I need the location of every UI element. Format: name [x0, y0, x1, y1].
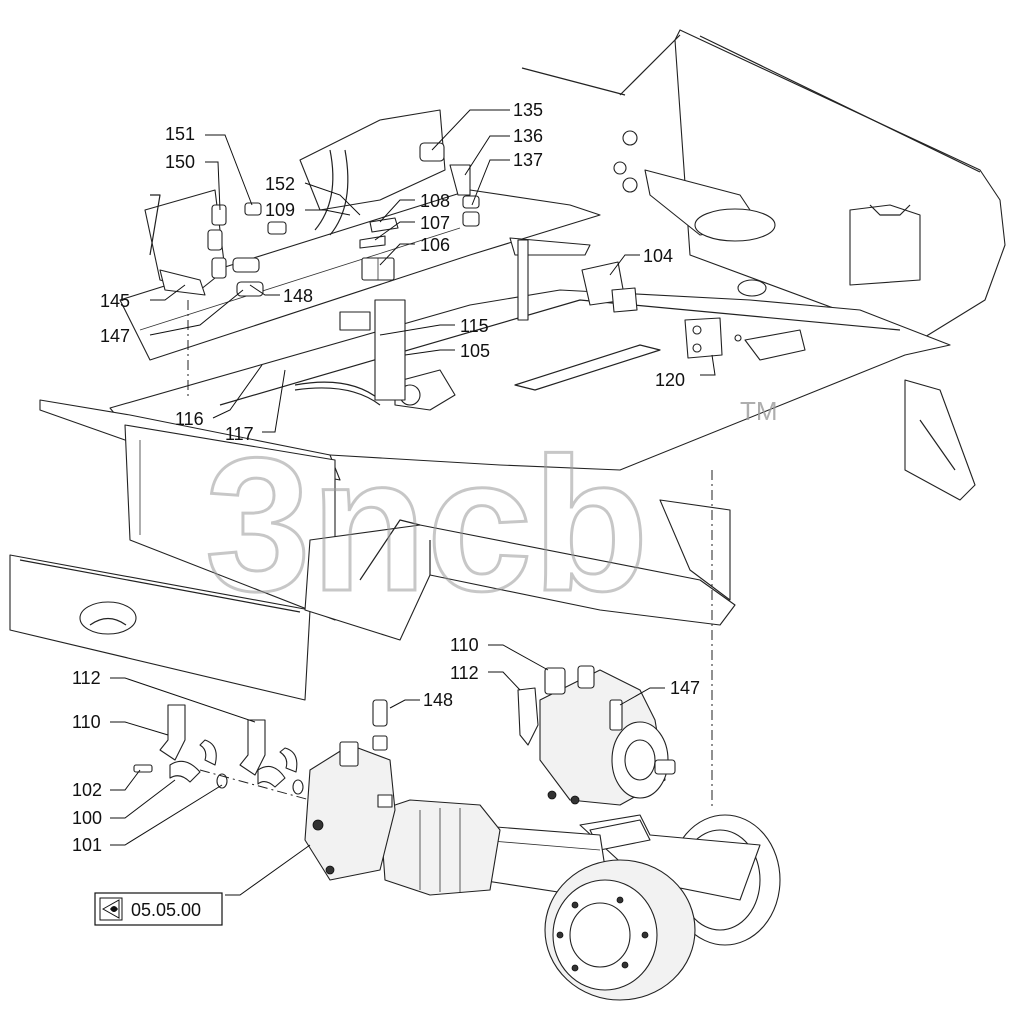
callout-110-left: 110	[72, 712, 101, 732]
callout-109: 109	[265, 200, 295, 220]
callout-105: 105	[460, 341, 490, 361]
watermark-logo: 3ncb TM	[204, 396, 778, 633]
callout-100: 100	[72, 808, 102, 828]
callout-150: 150	[165, 152, 195, 172]
callout-148-upper: 148	[283, 286, 313, 306]
callout-147-upper: 147	[100, 326, 130, 346]
leader-lines	[110, 109, 716, 896]
callout-112-right: 112	[450, 663, 479, 683]
callout-102: 102	[72, 780, 102, 800]
watermark-text: 3ncb	[205, 419, 648, 631]
callout-117: 117	[225, 424, 254, 444]
callout-135: 135	[513, 100, 543, 120]
callout-116: 116	[175, 409, 204, 429]
callout-107: 107	[420, 213, 450, 233]
callout-115: 115	[460, 316, 489, 336]
trademark-symbol: TM	[740, 396, 778, 426]
callout-112-left: 112	[72, 668, 101, 688]
drive-axle-assembly	[133, 665, 781, 1001]
callout-110-right: 110	[450, 635, 479, 655]
callout-151: 151	[165, 124, 195, 144]
chassis-frame	[9, 29, 1006, 701]
eye-arrow-icon	[99, 897, 123, 921]
callout-106: 106	[420, 235, 450, 255]
callout-101: 101	[72, 835, 102, 855]
callout-120: 120	[655, 370, 685, 390]
callout-108: 108	[420, 191, 450, 211]
callout-145: 145	[100, 291, 130, 311]
callout-137: 137	[513, 150, 543, 170]
callout-152: 152	[265, 174, 295, 194]
callout-136: 136	[513, 126, 543, 146]
assembly-center-lines	[187, 300, 713, 810]
callout-labels: 135 136 137 151 150 152 109 108 107 106 …	[72, 100, 700, 855]
callout-148-lower: 148	[423, 690, 453, 710]
callout-104: 104	[643, 246, 673, 266]
section-reference-label[interactable]: 05.05.00	[131, 900, 201, 920]
section-reference-link[interactable]: 05.05.00	[94, 892, 223, 926]
callout-147-lower: 147	[670, 678, 700, 698]
